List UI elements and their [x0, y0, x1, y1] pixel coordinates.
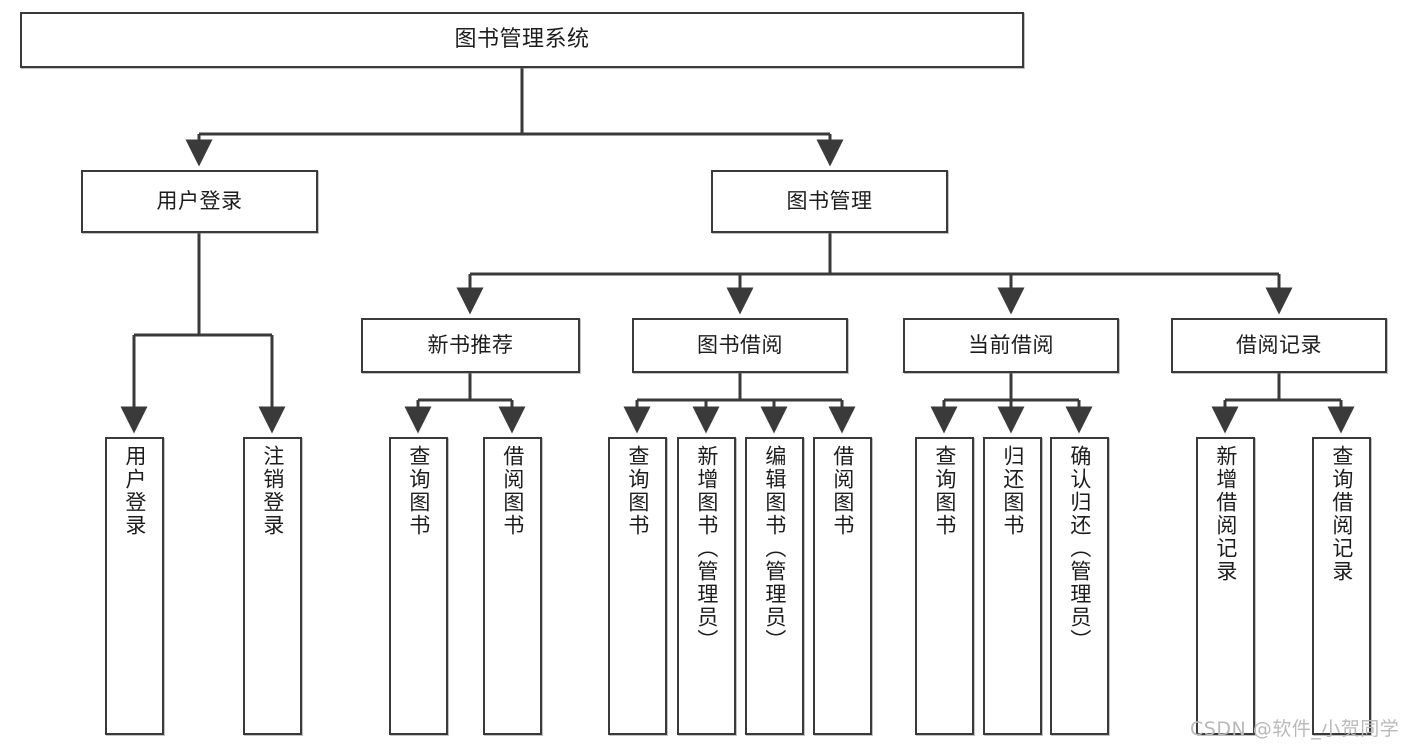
node-leaf-cur-return-book[interactable]: 归还图书 [983, 437, 1042, 735]
node-label: 用户登录 [156, 188, 243, 213]
node-new-book-recommendation[interactable]: 新书推荐 [361, 318, 580, 373]
node-label: 查询图书 [406, 445, 431, 537]
node-label: 当前借阅 [968, 332, 1054, 357]
node-current-borrowing[interactable]: 当前借阅 [903, 318, 1119, 373]
node-label: 用户登录 [122, 445, 147, 537]
node-borrow-records[interactable]: 借阅记录 [1171, 318, 1387, 373]
node-leaf-query-borrow-record[interactable]: 查询借阅记录 [1312, 437, 1371, 735]
node-root-book-management-system[interactable]: 图书管理系统 [20, 12, 1024, 68]
node-label: 注销登录 [260, 445, 285, 537]
node-leaf-cur-query-book[interactable]: 查询图书 [915, 437, 974, 735]
node-label: 借阅图书 [830, 445, 855, 537]
node-label: 确认归还（管理员） [1067, 445, 1092, 652]
node-label: 借阅图书 [500, 445, 525, 537]
node-leaf-add-borrow-record[interactable]: 新增借阅记录 [1196, 437, 1255, 735]
node-label: 新增借阅记录 [1213, 445, 1238, 583]
node-label: 查询图书 [932, 445, 957, 537]
node-label: 图书管理 [786, 188, 873, 213]
node-label: 编辑图书（管理员） [762, 445, 787, 652]
node-leaf-cur-confirm-return[interactable]: 确认归还（管理员） [1050, 437, 1109, 735]
node-leaf-rec-query-book[interactable]: 查询图书 [389, 437, 448, 735]
node-label: 借阅记录 [1236, 332, 1322, 357]
node-label: 图书管理系统 [454, 26, 590, 52]
node-label: 新书推荐 [427, 332, 514, 357]
node-book-management[interactable]: 图书管理 [711, 170, 948, 233]
node-leaf-borrow-edit-book[interactable]: 编辑图书（管理员） [745, 437, 804, 735]
node-label: 归还图书 [1000, 445, 1025, 537]
node-leaf-borrow-add-book[interactable]: 新增图书（管理员） [677, 437, 736, 735]
node-leaf-borrow-borrow-book[interactable]: 借阅图书 [813, 437, 872, 735]
node-leaf-user-login[interactable]: 用户登录 [105, 437, 164, 735]
node-leaf-borrow-query-book[interactable]: 查询图书 [608, 437, 667, 735]
node-leaf-rec-borrow-book[interactable]: 借阅图书 [483, 437, 542, 735]
node-label: 新增图书（管理员） [694, 445, 719, 652]
node-label: 查询图书 [625, 445, 650, 537]
node-book-borrowing[interactable]: 图书借阅 [632, 318, 848, 373]
watermark-text: CSDN @软件_小贺同学 [1190, 718, 1400, 740]
node-label: 图书借阅 [697, 332, 783, 357]
node-leaf-user-logout[interactable]: 注销登录 [243, 437, 302, 735]
node-label: 查询借阅记录 [1329, 445, 1354, 583]
node-user-login[interactable]: 用户登录 [81, 170, 318, 233]
